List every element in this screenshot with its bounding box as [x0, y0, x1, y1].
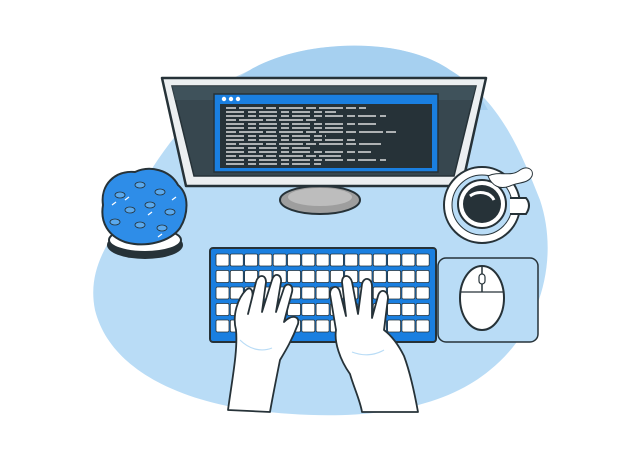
monitor-icon	[160, 76, 488, 188]
keyboard-key	[215, 253, 230, 267]
keyboard-key	[401, 270, 416, 283]
keyboard-key	[287, 270, 301, 283]
keyboard-key	[372, 253, 387, 267]
keyboard-key	[387, 303, 402, 316]
left-hand	[227, 274, 300, 413]
keyboard-key	[215, 319, 230, 333]
keyboard-key	[387, 319, 402, 333]
keyboard-key	[315, 286, 330, 300]
keyboard-key	[315, 319, 330, 333]
keyboard-key	[387, 253, 402, 267]
keyboard-key	[372, 270, 387, 283]
keyboard-key	[244, 270, 259, 283]
steam	[487, 167, 533, 189]
keyboard-key	[387, 270, 402, 283]
keyboard-key	[401, 303, 416, 316]
code-window	[213, 93, 439, 173]
keyboard-key	[415, 270, 430, 283]
keyboard-key	[401, 319, 416, 333]
right-hand	[329, 275, 419, 413]
keyboard-key	[244, 253, 259, 267]
keyboard-key	[301, 319, 316, 333]
keyboard-key	[229, 253, 244, 267]
keyboard-key	[401, 286, 416, 300]
keyboard-key	[358, 253, 373, 267]
keyboard-key	[301, 270, 316, 283]
keyboard-key	[387, 286, 402, 300]
keyboard-key	[287, 303, 301, 316]
keyboard-key	[415, 319, 430, 333]
keyboard-key	[258, 253, 273, 267]
keyboard-key	[415, 286, 430, 300]
keyboard-key	[415, 253, 430, 267]
mouse-icon	[459, 265, 505, 331]
keyboard-key	[215, 270, 230, 283]
keyboard-key	[215, 303, 230, 316]
keyboard-key	[301, 253, 316, 267]
keyboard-key	[287, 253, 301, 267]
plant-icon	[101, 167, 188, 259]
window-dots	[221, 96, 241, 102]
keyboard-key	[315, 270, 330, 283]
monitor-stand	[279, 179, 361, 215]
keyboard-key	[301, 286, 316, 300]
keyboard-key	[272, 253, 287, 267]
keyboard-key	[301, 303, 316, 316]
typing-hands-icon	[227, 274, 419, 413]
code-lines	[226, 107, 396, 165]
keyboard-key	[315, 303, 330, 316]
keyboard-key	[415, 303, 430, 316]
keyboard-key	[229, 270, 244, 283]
keyboard-key	[315, 253, 330, 267]
keyboard-key	[344, 253, 359, 267]
keyboard-key	[215, 286, 230, 300]
keyboard-key	[401, 253, 416, 267]
keyboard-key	[329, 253, 344, 267]
coffee-cup-icon	[443, 166, 533, 244]
